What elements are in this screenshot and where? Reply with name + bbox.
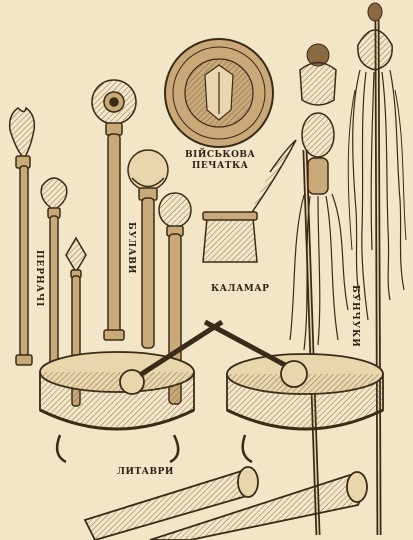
- seal-label-line2: ПЕЧАТКА: [191, 161, 249, 172]
- cannon-back: [83, 466, 259, 540]
- maces-label: ПЕРНАЧІ: [34, 250, 44, 308]
- horsetail-standards-label: БУНЧУКИ: [350, 285, 360, 348]
- bulava-orb-head: [127, 149, 169, 349]
- kettledrum-right: [203, 319, 384, 464]
- inkwell-label: КАЛАМАР: [211, 284, 270, 294]
- horsetail-standard-left: [289, 43, 349, 536]
- seal-label: ВІЙСЬКОВА ПЕЧАТКА: [185, 150, 255, 173]
- bulava-flower-head: [91, 79, 137, 341]
- kettledrum-left: [39, 319, 224, 464]
- mace-flanged: [40, 177, 68, 382]
- military-seal: [164, 38, 274, 148]
- cannon-front: [149, 471, 368, 540]
- horsetail-standard-right: [347, 2, 407, 536]
- batons-label: БУЛАВИ: [126, 222, 136, 275]
- seal-label-line1: ВІЙСЬКОВА: [185, 150, 256, 160]
- mace-crown: [8, 106, 36, 366]
- kettledrums-label: ЛИТАВРИ: [117, 467, 174, 477]
- inkwell-with-quill: [202, 139, 297, 263]
